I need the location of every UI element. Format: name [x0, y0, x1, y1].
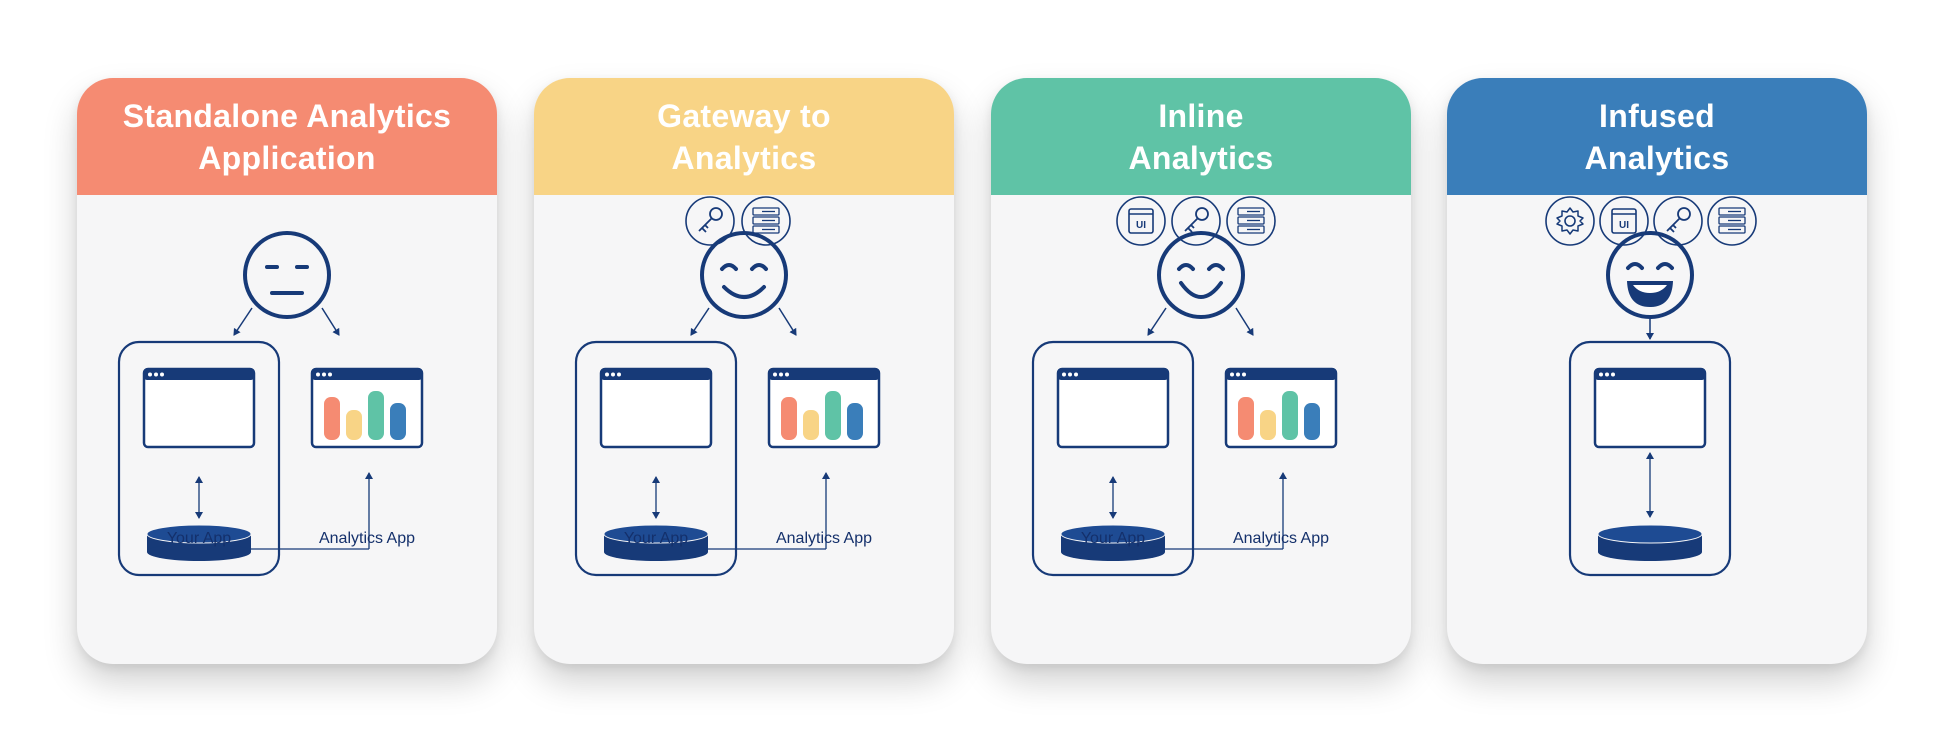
analytics-app-label: Analytics App — [775, 530, 873, 547]
card-title-line-2: Analytics — [1584, 139, 1730, 176]
server-icon — [741, 196, 791, 246]
your-app-window-icon — [142, 367, 256, 449]
card-standalone-analytics: Standalone Analytics Application — [77, 78, 497, 664]
server-icon — [1226, 196, 1276, 246]
arrow-to-analytics-app — [321, 307, 340, 336]
happy-face-icon — [1157, 231, 1245, 319]
standalone-diagram — [117, 231, 424, 577]
card-title-line-2: Analytics — [671, 139, 817, 176]
arrow-to-your-app — [233, 307, 253, 336]
server-icon — [1707, 196, 1757, 246]
analytics-app-window-icon — [310, 367, 424, 449]
your-app-container — [117, 340, 281, 577]
gateway-diagram — [574, 231, 881, 577]
arrow-to-your-app — [690, 307, 710, 336]
card-header: Gateway to Analytics — [534, 78, 954, 195]
card-body: UI — [1447, 195, 1867, 664]
ui-icon: UI — [1599, 196, 1649, 246]
database-icon — [603, 524, 709, 561]
card-title-line-1: Standalone Analytics — [122, 97, 452, 134]
your-app-container — [1568, 340, 1732, 577]
ui-badge-text: UI — [1619, 220, 1629, 231]
badge-row — [685, 196, 791, 246]
card-header: Infused Analytics — [1447, 78, 1867, 195]
infused-diagram — [1568, 231, 1732, 577]
ui-badge-text: UI — [1136, 220, 1146, 231]
your-app-label: Your App — [166, 530, 232, 547]
card-gateway-to-analytics: Gateway to Analytics — [534, 78, 954, 664]
your-app-container — [1031, 340, 1195, 577]
badge-row: UI — [1116, 196, 1276, 246]
card-body: Your App Analytics App — [77, 195, 497, 664]
neutral-face-icon — [243, 231, 331, 319]
your-app-window-icon — [1056, 367, 1170, 449]
gear-icon — [1545, 196, 1595, 246]
card-infused-analytics: Infused Analytics — [1447, 78, 1867, 664]
badge-row: UI — [1545, 196, 1757, 246]
analytics-app-window-icon — [1224, 367, 1338, 449]
key-icon — [1171, 196, 1221, 246]
analytics-app-label: Analytics App — [1232, 530, 1330, 547]
key-icon — [685, 196, 735, 246]
database-icon — [146, 524, 252, 561]
arrow-to-analytics-app — [1235, 307, 1254, 336]
card-body: Your App Analytics App — [534, 195, 954, 664]
database-icon — [1060, 524, 1166, 561]
card-header: Inline Analytics — [991, 78, 1411, 195]
grin-face-icon — [1606, 231, 1694, 319]
card-body: Your App Analytics App UI — [991, 195, 1411, 664]
card-title-line-1: Gateway to — [657, 97, 831, 134]
inline-diagram — [1031, 231, 1338, 577]
your-app-container — [574, 340, 738, 577]
smile-face-icon — [700, 231, 788, 319]
card-title-line-2: Analytics — [1128, 139, 1274, 176]
arrow-to-analytics-app — [778, 307, 797, 336]
your-app-label: Your App — [623, 530, 689, 547]
card-inline-analytics: Inline Analytics — [991, 78, 1411, 664]
analytics-app-window-icon — [767, 367, 881, 449]
card-title-line-1: Infused — [1599, 97, 1715, 134]
key-icon — [1653, 196, 1703, 246]
your-app-window-icon — [599, 367, 713, 449]
card-title-line-1: Inline — [1158, 97, 1244, 134]
your-app-window-icon — [1593, 367, 1707, 449]
card-header: Standalone Analytics Application — [77, 78, 497, 195]
arrow-to-your-app — [1147, 307, 1167, 336]
database-icon — [1597, 524, 1703, 561]
ui-icon: UI — [1116, 196, 1166, 246]
analytics-app-label: Analytics App — [318, 530, 416, 547]
your-app-label: Your App — [1080, 530, 1146, 547]
card-title-line-2: Application — [198, 139, 376, 176]
